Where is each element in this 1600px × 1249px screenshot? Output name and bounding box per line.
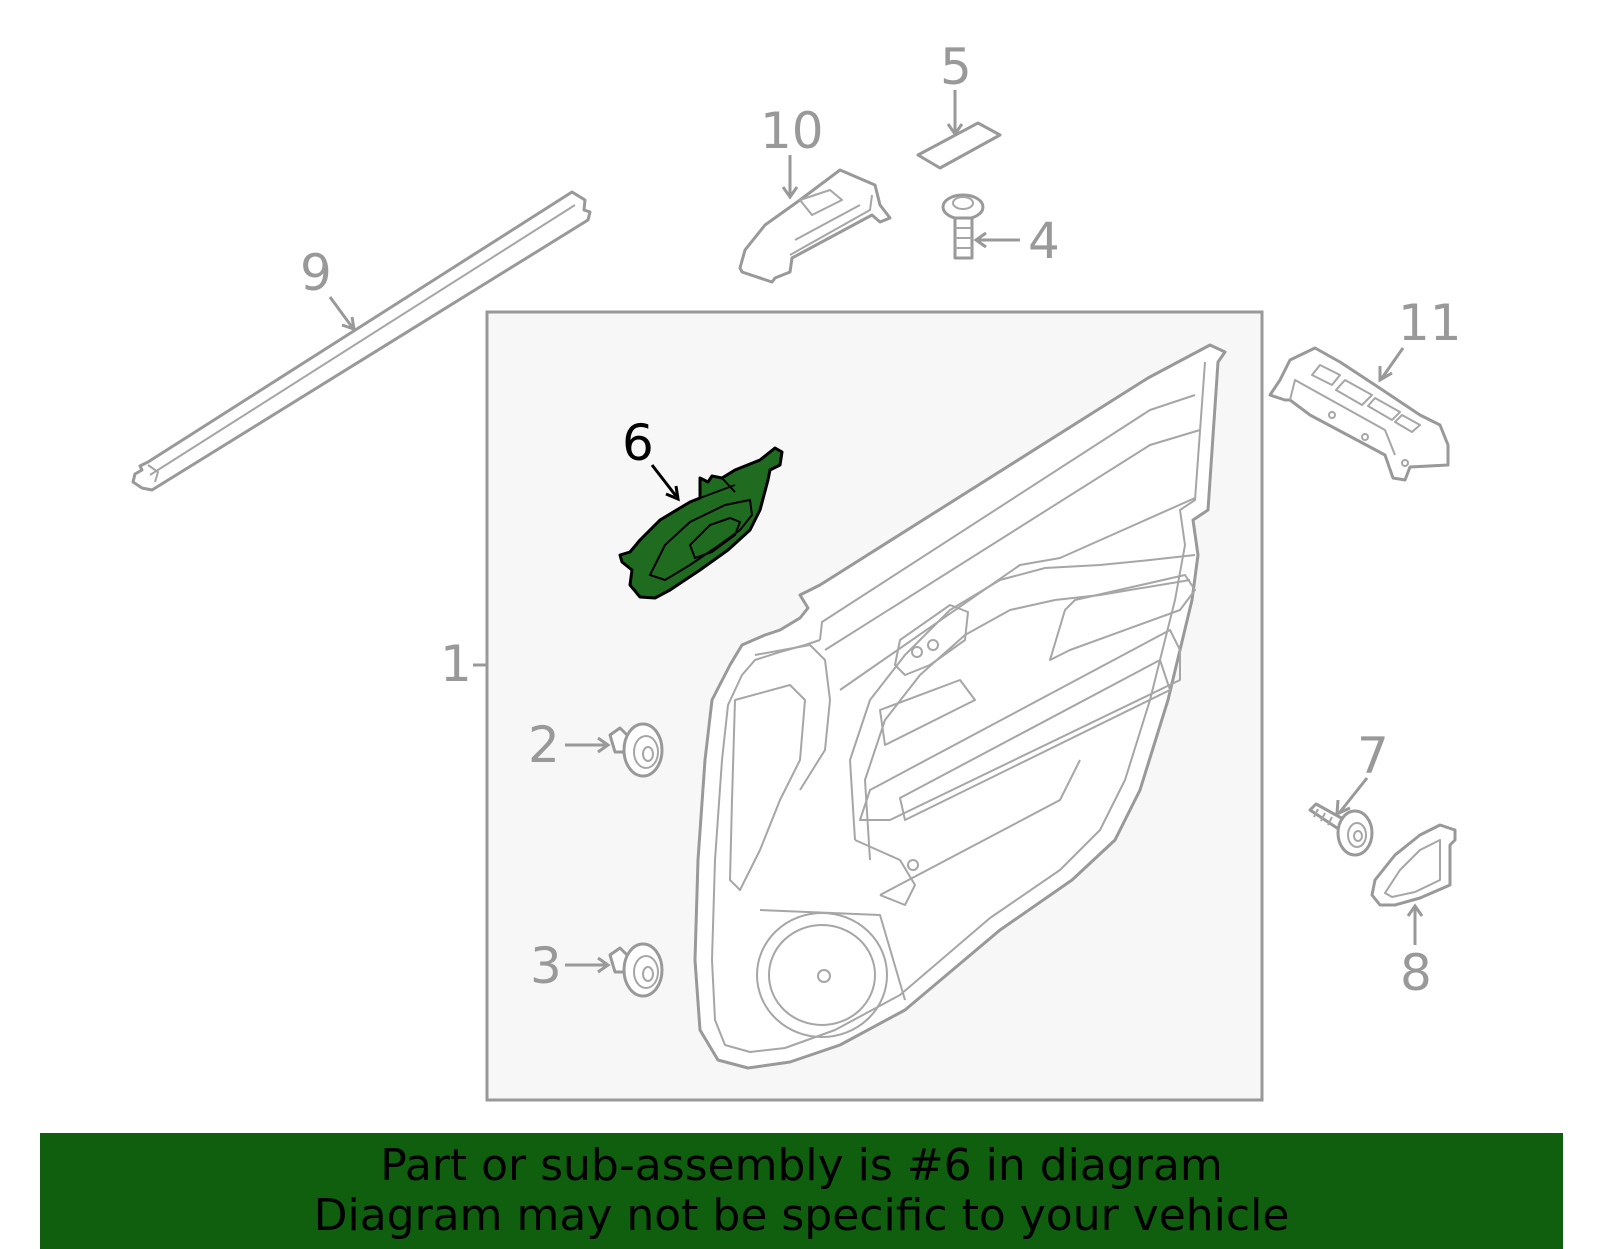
arrow-10 [781,186,799,200]
screw-4 [941,193,985,260]
callout-10: 10 [760,102,824,160]
clip-2 [608,722,664,778]
leader-11 [1380,347,1405,379]
arrow-11 [1378,366,1393,383]
arrow-2 [597,736,611,754]
arrow-3 [597,956,611,974]
arrow-5 [946,123,964,137]
callout-11: 11 [1398,294,1462,352]
screw-7 [1308,802,1374,857]
banner-line-part: Part or sub-assembly is #6 in diagram [380,1140,1223,1191]
info-banner: Part or sub-assembly is #6 in diagram Di… [40,1133,1563,1249]
callout-4: 4 [1028,212,1060,270]
leader-9 [328,296,354,328]
arrow-7 [1335,799,1351,817]
banner-line-disclaimer: Diagram may not be specific to your vehi… [313,1190,1290,1241]
callout-2: 2 [528,716,560,774]
belt-molding [131,190,592,492]
leader-6 [650,464,678,497]
leader-7 [1338,777,1369,813]
arrow-6 [665,485,680,502]
switch-bezel [738,168,892,284]
arrow-9 [341,316,356,332]
inside-handle-highlighted [618,446,784,600]
clip-3 [608,942,664,998]
callout-1: 1 [440,635,472,693]
callout-6: 6 [622,414,654,472]
callout-9: 9 [300,244,332,302]
callout-3: 3 [530,937,562,995]
callout-7: 7 [1357,727,1389,785]
arrow-8 [1406,903,1424,917]
window-switch [1268,346,1450,482]
callout-5: 5 [940,38,972,96]
arrow-4 [973,231,987,249]
pad [916,121,1002,170]
door-trim-panel [693,343,1227,1070]
handle-bezel [1370,823,1457,907]
callout-8: 8 [1400,944,1432,1002]
